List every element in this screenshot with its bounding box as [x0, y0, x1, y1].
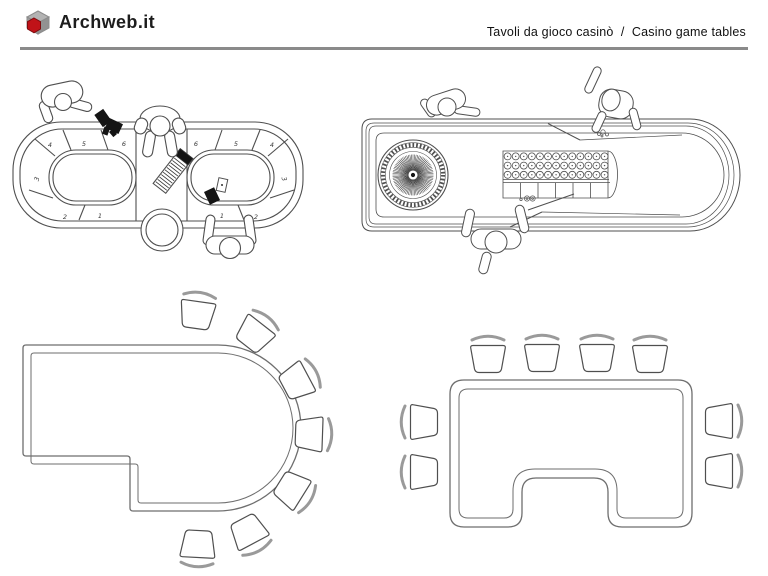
chair [578, 333, 616, 373]
chair [177, 528, 218, 570]
svg-text:4: 4 [270, 141, 274, 149]
roulette-wheel [377, 139, 449, 211]
chair [176, 288, 219, 333]
roulette-table-drawing [361, 66, 741, 275]
chips-top [597, 129, 609, 138]
svg-text:3: 3 [280, 176, 289, 182]
header-divider [20, 47, 748, 50]
card-shoe [152, 147, 194, 195]
chair [268, 465, 321, 518]
croupier-figure-bottom [202, 214, 257, 260]
chair [631, 334, 669, 374]
betting-layout [502, 150, 618, 199]
svg-text:1: 1 [98, 212, 102, 220]
svg-text:6: 6 [122, 140, 126, 148]
svg-text:3: 3 [33, 176, 42, 182]
archweb-cube-icon [25, 10, 51, 35]
svg-text:2: 2 [254, 213, 258, 221]
svg-text:5: 5 [234, 140, 238, 148]
stool [140, 208, 184, 252]
croupier-figure-top [584, 66, 642, 133]
roulette-table-outline [361, 118, 741, 232]
chair [293, 414, 334, 454]
rectangular-table-outline [449, 379, 693, 528]
svg-text:5: 5 [82, 140, 86, 148]
chair [399, 453, 439, 491]
playing-cards-left [94, 108, 123, 138]
svg-text:2: 2 [63, 213, 67, 221]
svg-text:4: 4 [48, 141, 52, 149]
playing-cards-right [203, 177, 229, 205]
baccarat-seat-numbers: 4 5 6 3 2 1 6 5 4 3 1 2 [33, 140, 289, 221]
baccarat-table-drawing: 4 5 6 3 2 1 6 5 4 3 1 2 [12, 80, 304, 260]
svg-text:6: 6 [194, 140, 198, 148]
player-figure-left [38, 80, 93, 124]
player-figure-top-left [420, 88, 481, 118]
chair [399, 403, 439, 441]
chair [230, 304, 284, 358]
svg-text:1: 1 [220, 212, 224, 220]
rectangular-table-drawing [399, 333, 744, 528]
chair [523, 333, 561, 373]
baccarat-table-outline [12, 121, 304, 229]
dealer-figure-top [133, 105, 187, 158]
curved-poker-table-drawing [22, 288, 334, 570]
poker-table-outline [22, 344, 302, 512]
chair [469, 334, 507, 374]
page-title: Tavoli da gioco casinò / Casino game tab… [486, 25, 746, 39]
archweb-logo[interactable]: Archweb.it [24, 10, 155, 35]
chair [274, 354, 326, 406]
logo-text: Archweb.it [59, 12, 156, 32]
chair [224, 509, 276, 561]
croupier-figure-bottom [461, 193, 575, 275]
chair [704, 402, 744, 440]
chair [704, 452, 744, 490]
chips-bottom [519, 195, 536, 202]
